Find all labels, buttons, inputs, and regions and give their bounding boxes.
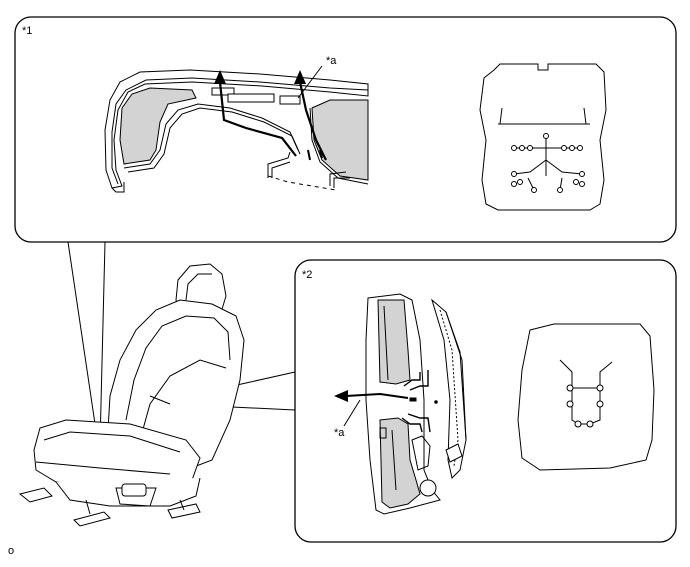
- arrow-head-2: [334, 390, 348, 402]
- seatback-cover-wiring-icon: [517, 323, 655, 471]
- callout-panel-1: *1: [22, 25, 32, 37]
- callout-a-top: *a: [326, 55, 337, 67]
- leader-a-bottom: [343, 399, 361, 427]
- pull-direction-arrow-2: [345, 392, 409, 399]
- seat-cushion-cover-wiring-icon: [479, 63, 607, 211]
- callout-panel-2: *2: [302, 269, 312, 281]
- seatback-cross-section-icon: [365, 293, 467, 515]
- pull-direction-arrows-1: [218, 81, 327, 161]
- callout-a-bottom: *a: [334, 427, 345, 439]
- seat-illustration-icon: [18, 263, 245, 527]
- arrow-heads-1: [214, 70, 306, 84]
- leader-a-top: [297, 65, 323, 99]
- footer-mark: o: [8, 545, 14, 557]
